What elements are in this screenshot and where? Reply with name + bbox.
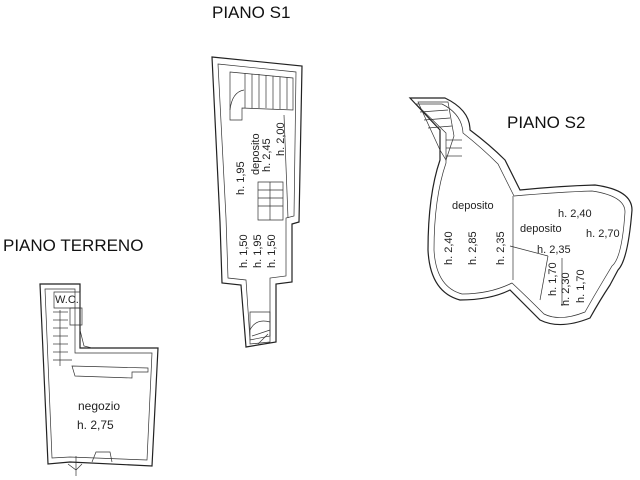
s1-height-label: h. 2,00: [275, 122, 287, 156]
s1-height-label: h. 1,50: [238, 234, 250, 268]
shop-room-name: negozio: [78, 399, 120, 413]
s2-height-label: h. 2,40: [443, 231, 455, 265]
wc-label: W.C.: [55, 294, 79, 306]
title-piano-terreno: PIANO TERRENO: [3, 236, 143, 255]
s2-room-name: deposito: [520, 223, 562, 235]
s2-height-label: h. 2,70: [586, 228, 620, 240]
s2-height-label: h. 2,35: [537, 244, 571, 256]
s2-height-label: h. 2,35: [495, 231, 507, 265]
piano-s1-upper-labels: h. 1,95 deposito h. 2,45 h. 2,00: [235, 122, 287, 195]
piano-terreno-plan: W.C. negozio h. 2,75: [39, 283, 159, 476]
s1-height-label: h. 1,95: [252, 234, 264, 268]
piano-s1-lower-labels: h. 1,50 h. 1,95 h. 1,50: [238, 234, 278, 268]
s2-height-label: h. 2,85: [467, 231, 479, 265]
piano-s2-plan: deposito h. 2,40 h. 2,85 h. 2,35 h. 2,40…: [408, 97, 633, 326]
s1-height-label: h. 2,45: [261, 138, 273, 172]
title-piano-s1: PIANO S1: [212, 3, 290, 22]
s1-room-name: deposito: [250, 133, 262, 175]
s1-height-label: h. 1,50: [266, 234, 278, 268]
s2-height-label: h. 1,70: [575, 269, 587, 303]
s2-height-label: h. 2,30: [560, 272, 572, 306]
s2-height-label: h. 1,70: [547, 262, 559, 296]
s2-room-name: deposito: [452, 200, 494, 212]
s1-height-label: h. 1,95: [235, 161, 247, 195]
shop-height-label: h. 2,75: [77, 418, 114, 432]
title-piano-s2: PIANO S2: [507, 113, 585, 132]
piano-s1-plan: h. 1,95 deposito h. 2,45 h. 2,00 h. 1,50…: [211, 56, 303, 348]
s2-height-label: h. 2,40: [558, 208, 592, 220]
